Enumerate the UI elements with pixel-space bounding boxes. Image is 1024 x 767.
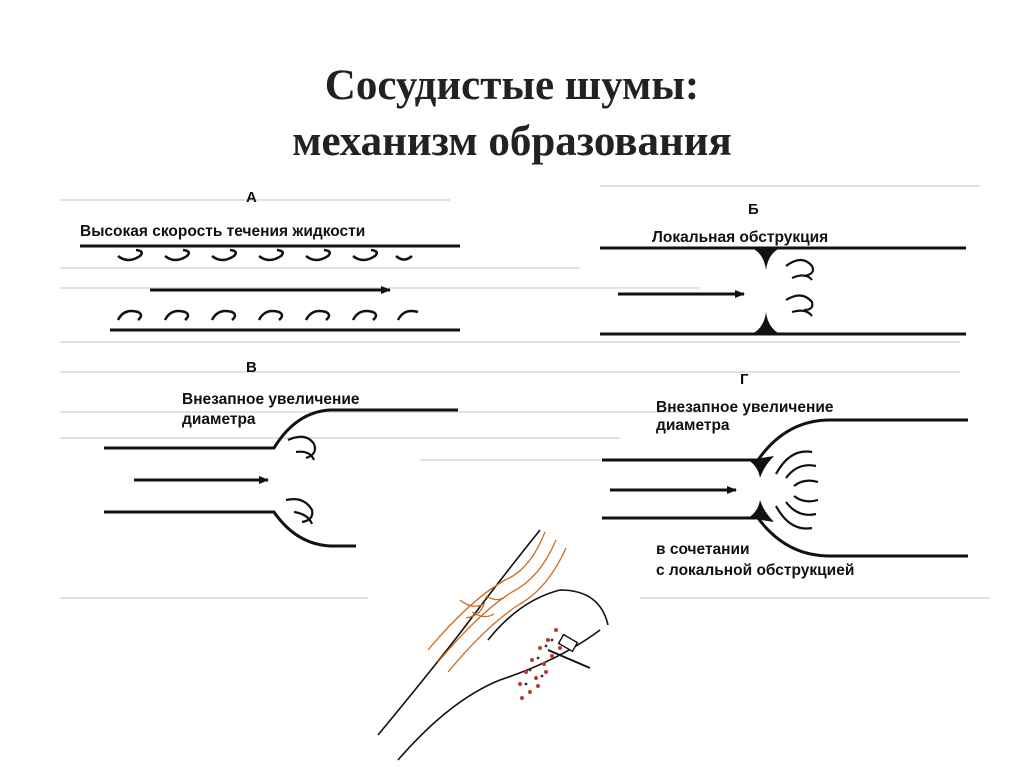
panel-b-letter: Б [748, 201, 759, 218]
panel-a: А Высокая скорость течения жидкости [80, 189, 460, 330]
panel-v-caption-2: диаметра [182, 411, 256, 428]
panel-g-caption-4: с локальной обструкцией [656, 562, 854, 579]
panel-g: Г Внезапное увеличение диаметра в сочета… [602, 371, 968, 579]
arm-vessel-sketch-icon [368, 520, 640, 767]
panel-g-caption-3: в сочетании [656, 541, 750, 558]
eddy-icon [286, 437, 315, 524]
panel-g-letter: Г [740, 371, 749, 388]
panel-b-caption: Локальная обструкция [652, 229, 828, 246]
eddy-icon [118, 250, 418, 320]
panel-v: В Внезапное увеличение диаметра [104, 359, 458, 546]
vessel-wall-top [104, 410, 458, 448]
panel-v-caption-1: Внезапное увеличение [182, 391, 360, 408]
obstruction-top [752, 248, 780, 270]
eddy-icon [776, 451, 818, 528]
obstruction-bottom [752, 312, 780, 334]
panel-v-letter: В [246, 359, 257, 376]
panel-b: Б Локальная обструкция [600, 201, 966, 334]
panel-g-caption-1: Внезапное увеличение [656, 399, 834, 416]
panel-g-caption-2: диаметра [656, 417, 730, 434]
panel-a-letter: А [246, 189, 257, 206]
eddy-icon [786, 260, 813, 316]
vessel-wall-bottom [104, 512, 356, 546]
panel-a-caption: Высокая скорость течения жидкости [80, 223, 365, 240]
